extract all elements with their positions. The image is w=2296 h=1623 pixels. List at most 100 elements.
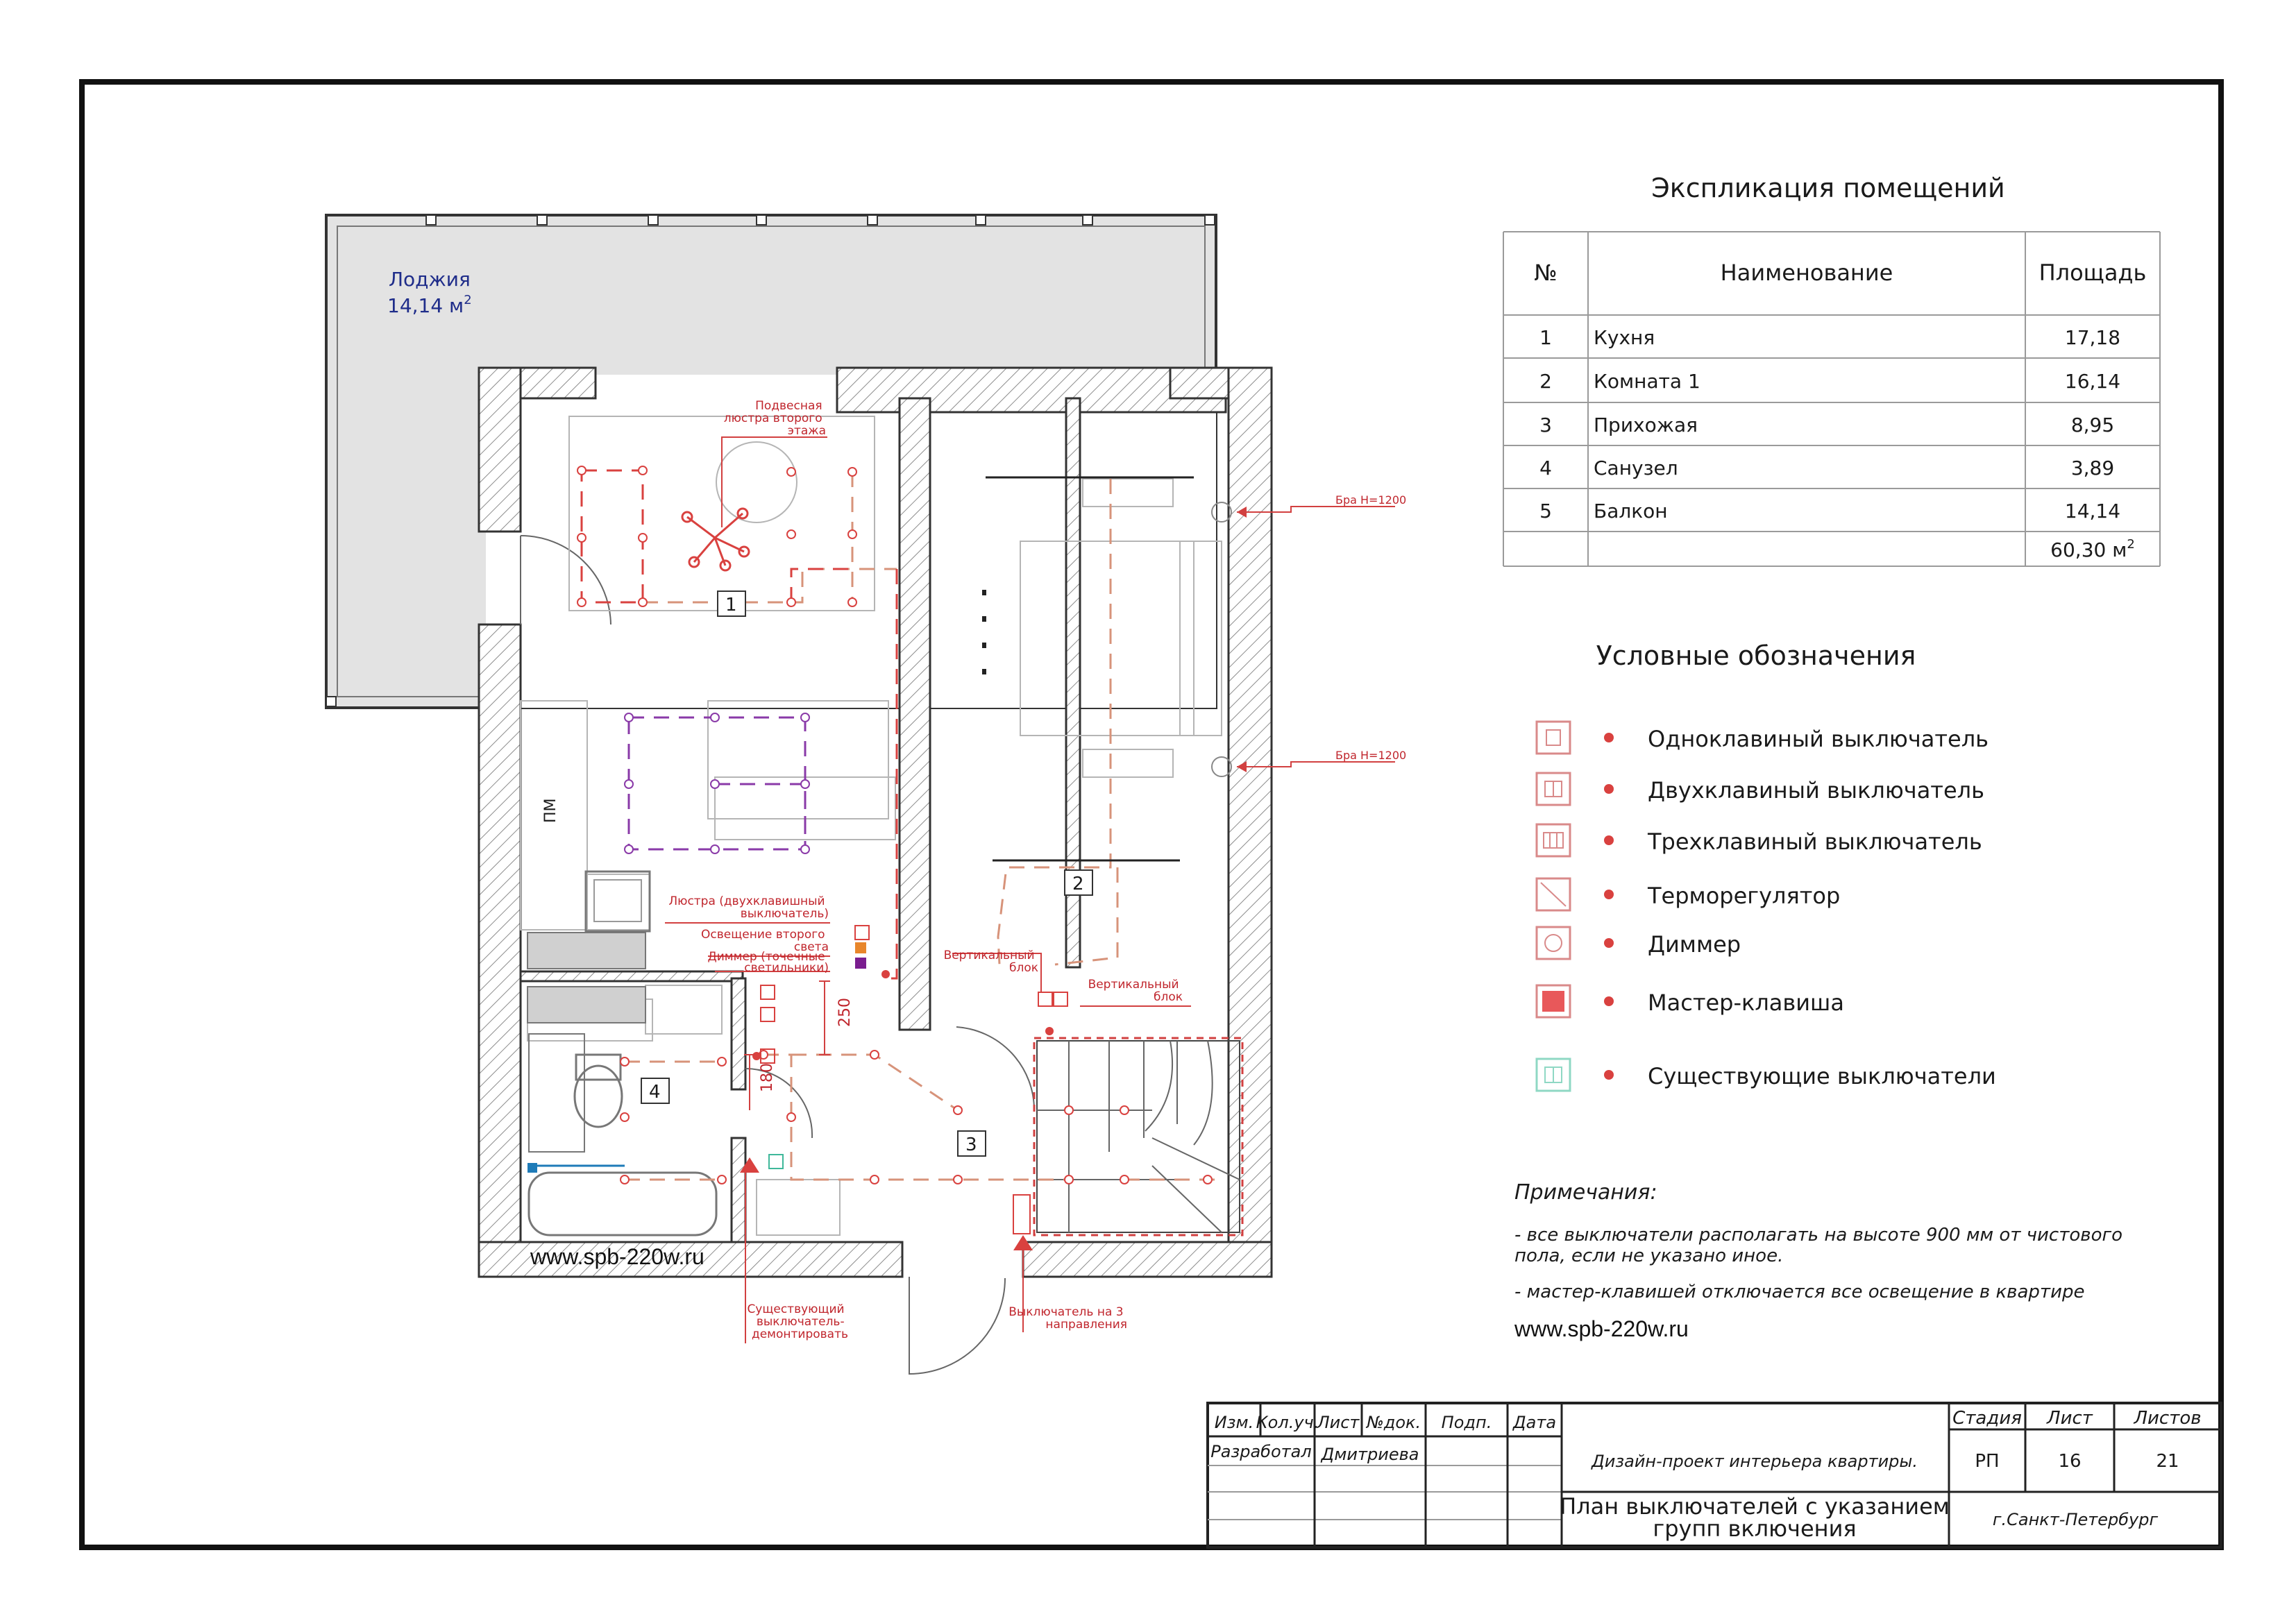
wall bbox=[1227, 366, 1273, 1278]
notes: Примечания: - все выключатели располагат… bbox=[1514, 1180, 2122, 1341]
pm-label: ПМ bbox=[542, 798, 559, 823]
room-door-swing bbox=[956, 1026, 1036, 1111]
callout-three-way-switch: Выключатель на 3 направления bbox=[1008, 1305, 1127, 1332]
svg-text:Прихожая: Прихожая bbox=[1594, 414, 1698, 436]
wall bbox=[898, 397, 931, 1031]
master-switch-icon bbox=[1535, 984, 1571, 1019]
room-number-1: 1 bbox=[725, 595, 737, 615]
stamp-header-sheets: Листов bbox=[2133, 1408, 2201, 1429]
bath-cabinet bbox=[527, 932, 646, 969]
svg-text:16,14: 16,14 bbox=[2065, 370, 2120, 393]
legend-item: Одноклавиный выключатель bbox=[1535, 720, 1989, 755]
triple-switch-icon bbox=[1535, 823, 1571, 858]
explication-title: Экспликация помещений bbox=[1651, 173, 2005, 203]
table-row: 2 Комната 1 16,14 bbox=[1539, 370, 2120, 393]
switch-dot-icon bbox=[1604, 784, 1614, 794]
stamp-developed-label: Разработал bbox=[1210, 1442, 1311, 1461]
wall bbox=[478, 366, 522, 533]
door-swing bbox=[520, 535, 611, 625]
room-number-3: 3 bbox=[965, 1135, 977, 1155]
svg-text:8,95: 8,95 bbox=[2071, 414, 2114, 436]
sheet-frame bbox=[79, 79, 2224, 1550]
stamp-sheet-title-2: групп включения bbox=[1653, 1515, 1856, 1542]
thermostat-icon bbox=[1535, 877, 1571, 912]
stamp-stage: РП bbox=[1975, 1451, 1999, 1472]
light-points-purple bbox=[624, 713, 810, 854]
dim-250: 250 bbox=[836, 998, 854, 1027]
legend-title: Условные обозначения bbox=[1596, 640, 1916, 671]
chandelier-icon bbox=[681, 507, 750, 572]
kitchen-sink bbox=[584, 870, 651, 933]
floor-plan: Лоджия 14,14 м2 bbox=[325, 214, 1273, 1375]
explication-grid bbox=[1503, 231, 2161, 567]
loggia-area: 14,14 м2 bbox=[387, 293, 472, 317]
single-switch-icon bbox=[1535, 720, 1571, 755]
room-number-4: 4 bbox=[649, 1082, 661, 1103]
svg-text:Трехклавиный выключатель: Трехклавиный выключатель bbox=[1647, 829, 1982, 855]
svg-text:14,14: 14,14 bbox=[2065, 500, 2120, 522]
switch-dot-icon bbox=[1604, 938, 1614, 948]
explication: Экспликация помещений № Наименование Пло… bbox=[1503, 173, 2161, 567]
callout-second-light: Освещение второго света bbox=[701, 928, 829, 954]
bathtub bbox=[527, 1171, 718, 1237]
notes-website: www.spb-220w.ru bbox=[1514, 1316, 1689, 1341]
stamp-header-kol: Кол.уч. bbox=[1256, 1413, 1319, 1432]
explication-header-area: Площадь bbox=[2039, 260, 2147, 286]
table-row: 3 Прихожая 8,95 bbox=[1539, 414, 2114, 436]
svg-text:17,18: 17,18 bbox=[2065, 326, 2120, 349]
dimmer-icon bbox=[1535, 926, 1571, 960]
svg-text:Балкон: Балкон bbox=[1594, 500, 1668, 522]
svg-text:3,89: 3,89 bbox=[2071, 457, 2114, 479]
stamp-project: Дизайн-проект интерьера квартиры. bbox=[1591, 1452, 1918, 1471]
wall bbox=[730, 977, 747, 1091]
existing-switch-icon bbox=[1535, 1057, 1571, 1092]
switch-dot-icon bbox=[1604, 835, 1614, 845]
room-number-2: 2 bbox=[1072, 874, 1084, 894]
wall bbox=[519, 970, 744, 983]
svg-text:Одноклавиный выключатель: Одноклавиный выключатель bbox=[1648, 726, 1989, 752]
title-block: Изм. Кол.уч. Лист №док. Подп. Дата Разра… bbox=[1206, 1402, 2222, 1549]
notes-line: пола, если не указано иное. bbox=[1514, 1246, 1783, 1266]
stamp-header-stage: Стадия bbox=[1952, 1408, 2022, 1429]
dim-180: 180 bbox=[759, 1063, 776, 1092]
svg-text:4: 4 bbox=[1539, 457, 1552, 479]
stamp-header-ndok: №док. bbox=[1365, 1413, 1421, 1432]
notes-title: Примечания: bbox=[1514, 1180, 1657, 1205]
room-number-tags bbox=[641, 590, 1093, 1157]
stamp-city: г.Санкт-Петербург bbox=[1993, 1510, 2159, 1529]
callout-existing-switch: Существующий выключатель- демонтировать bbox=[747, 1302, 848, 1341]
washing-machine bbox=[528, 1033, 585, 1153]
callouts: Подвесная люстра второго этажа Бра Н=120… bbox=[665, 399, 1406, 1343]
wall bbox=[478, 623, 522, 1278]
loggia-name: Лоджия bbox=[389, 268, 471, 291]
table-row: 1 Кухня 17,18 bbox=[1539, 326, 2120, 349]
staircase bbox=[1033, 1037, 1244, 1237]
double-switch-icon bbox=[1535, 772, 1571, 806]
legend-item: Мастер-клавиша bbox=[1535, 984, 1844, 1019]
wall bbox=[1022, 1241, 1273, 1278]
toilet bbox=[573, 1064, 623, 1128]
svg-text:Двухклавиный выключатель: Двухклавиный выключатель bbox=[1648, 777, 1984, 804]
svg-text:Кухня: Кухня bbox=[1594, 326, 1655, 349]
bath-door-swing bbox=[745, 1067, 813, 1139]
callout-bra-1: Бра Н=1200 bbox=[1335, 493, 1406, 507]
switch-dot-icon bbox=[1604, 1070, 1614, 1080]
explication-total: 60,30 м2 bbox=[2050, 537, 2135, 561]
stamp-header-podp: Подп. bbox=[1442, 1413, 1492, 1432]
wall bbox=[836, 366, 1227, 414]
callout-vertical-block-2: Вертикальный блок bbox=[1088, 978, 1183, 1004]
explication-header-num: № bbox=[1534, 260, 1557, 286]
svg-text:Существующие выключатели: Существующие выключатели bbox=[1648, 1063, 1996, 1089]
wall-lamp-icon bbox=[1211, 502, 1232, 522]
stamp-developer: Дмитриева bbox=[1321, 1445, 1419, 1464]
legend-item: Диммер bbox=[1535, 926, 1741, 960]
light-points bbox=[577, 466, 1213, 1184]
stamp-header-list: Лист bbox=[1317, 1413, 1360, 1432]
track-lights bbox=[982, 476, 1194, 862]
callout-lustra: Люстра (двухклавишный выключатель) bbox=[668, 894, 829, 921]
switch-dot-icon bbox=[1604, 733, 1614, 742]
callout-dimmer: Диммер (точечные светильники) bbox=[707, 950, 829, 975]
svg-text:Санузел: Санузел bbox=[1594, 457, 1678, 479]
notes-line: - мастер-клавишей отключается все освеще… bbox=[1514, 1282, 2084, 1302]
